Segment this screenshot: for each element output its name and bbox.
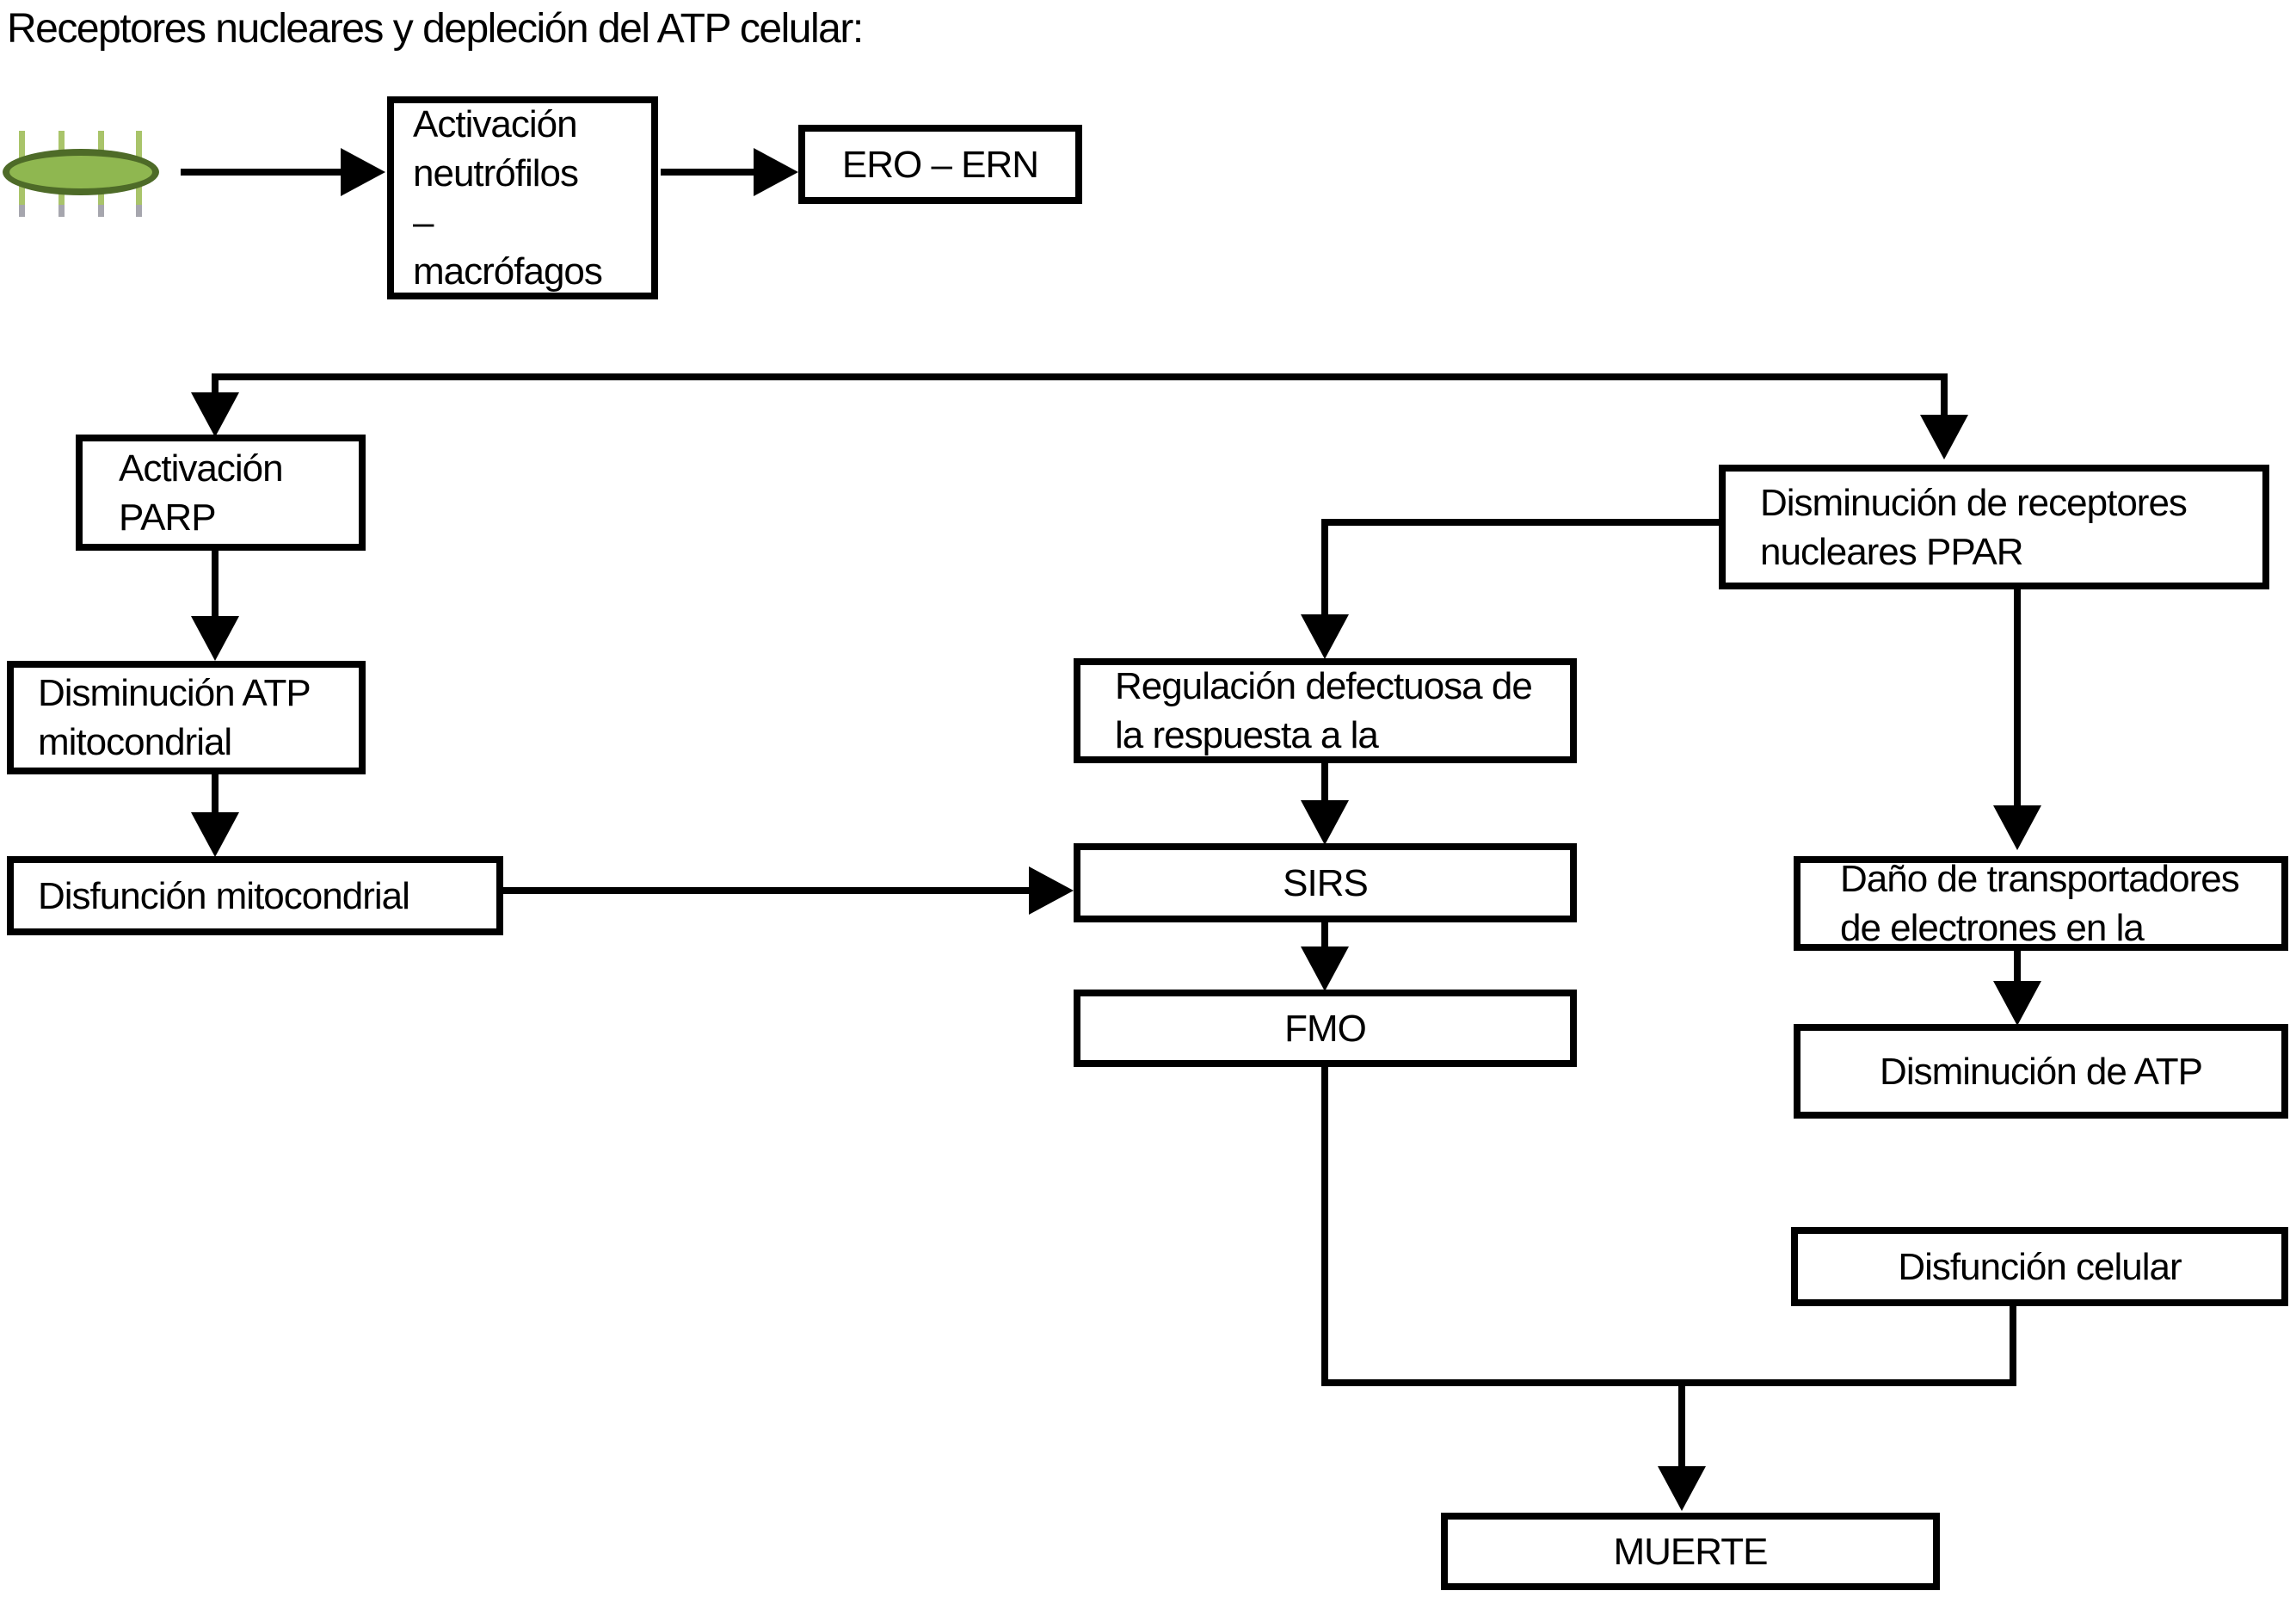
connector-regulacion-sirs <box>1321 763 1328 803</box>
connector-sirs-fmo <box>1321 922 1328 948</box>
node-disminucion-de-atp: Disminución de ATP <box>1794 1024 2288 1119</box>
arrowhead-right-icon <box>754 148 798 196</box>
node-disminucion-receptores-ppar: Disminución de receptores nucleares PPAR <box>1719 465 2269 589</box>
node-muerte: MUERTE <box>1441 1513 1940 1590</box>
arrowhead-down-icon <box>1920 415 1968 459</box>
arrowhead-down-icon <box>1301 800 1349 845</box>
node-sirs: SIRS <box>1074 843 1577 922</box>
connector-ppar-dano <box>2014 589 2021 809</box>
connector-neutrofilos-ero <box>661 169 755 176</box>
node-ero-ern: ERO – ERN <box>798 125 1082 204</box>
node-activacion-parp: Activación PARP <box>76 435 366 551</box>
connector-junction-horizontal <box>1321 1379 2016 1386</box>
arrowhead-right-icon <box>1029 866 1074 915</box>
arrowhead-down-icon <box>1993 981 2041 1026</box>
node-dano-transportadores: Daño de transportadores de electrones en… <box>1794 856 2288 951</box>
node-regulacion-defectuosa: Regulación defectuosa de la respuesta a … <box>1074 658 1577 763</box>
arrowhead-down-icon <box>191 812 239 857</box>
connector-branch-left-drop <box>212 373 219 396</box>
bacteria-body-icon <box>3 149 159 195</box>
arrowhead-down-icon <box>1658 1466 1706 1511</box>
connector-disfmito-sirs <box>503 887 1032 894</box>
connector-atpmito-disfmito <box>212 774 219 817</box>
node-disfuncion-mitocondrial: Disfunción mitocondrial <box>7 856 503 935</box>
connector-fmo-junction <box>1321 1067 1328 1386</box>
connector-branch-right-drop <box>1941 373 1948 416</box>
node-fmo: FMO <box>1074 990 1577 1067</box>
connector-junction-muerte <box>1678 1386 1685 1468</box>
arrowhead-down-icon <box>1993 805 2041 850</box>
connector-branch-horizontal <box>212 373 1948 380</box>
node-disfuncion-celular: Disfunción celular <box>1791 1227 2288 1306</box>
connector-dano-atp <box>2014 951 2021 983</box>
arrowhead-right-icon <box>341 148 385 196</box>
connector-ppar-regulacion-v <box>1321 519 1328 617</box>
node-activacion-neutrofilos: Activación neutrófilos – macrófagos <box>387 96 658 299</box>
page-title: Receptores nucleares y depleción del ATP… <box>7 6 864 52</box>
arrowhead-down-icon <box>1301 614 1349 659</box>
arrowhead-down-icon <box>1301 946 1349 991</box>
arrowhead-down-icon <box>191 392 239 437</box>
arrowhead-down-icon <box>191 616 239 661</box>
bacteria-icon <box>0 86 189 241</box>
connector-ppar-regulacion-h <box>1321 519 1719 526</box>
node-disminucion-atp-mitocondrial: Disminución ATP mitocondrial <box>7 661 366 774</box>
connector-parp-atpmito <box>212 551 219 620</box>
connector-disfcelular-junction <box>2010 1306 2016 1386</box>
connector-bacteria-neutrofilos <box>181 169 342 176</box>
